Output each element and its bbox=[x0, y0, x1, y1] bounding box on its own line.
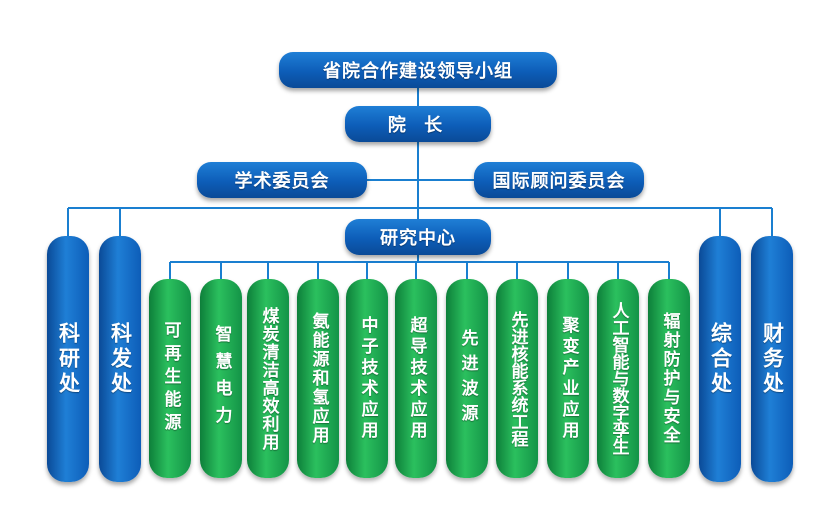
unit-clean-coal: 煤炭清洁高效利用 bbox=[247, 279, 289, 478]
dept-keyan: 科研处 bbox=[47, 236, 89, 482]
unit-ai-digital-twin: 人工智能与数字孪生 bbox=[597, 279, 639, 478]
intl-advisory-box: 国际顾问委员会 bbox=[474, 162, 644, 198]
unit-fusion-industry: 聚变产业应用 bbox=[547, 279, 589, 478]
dept-caiwu: 财务处 bbox=[751, 236, 793, 482]
president-box: 院 长 bbox=[345, 106, 491, 142]
research-center-box: 研究中心 bbox=[345, 219, 491, 255]
unit-ammonia-hydrogen: 氨能源和氢应用 bbox=[297, 279, 339, 478]
dept-zonghe: 综合处 bbox=[699, 236, 741, 482]
unit-renewable-energy: 可再生能源 bbox=[149, 279, 191, 478]
unit-smart-power: 智慧电力 bbox=[200, 279, 242, 478]
unit-advanced-wave-source: 先进波源 bbox=[446, 279, 488, 478]
leading-group-box: 省院合作建设领导小组 bbox=[279, 52, 557, 88]
academic-committee-box: 学术委员会 bbox=[197, 162, 367, 198]
dept-kefa: 科发处 bbox=[99, 236, 141, 482]
unit-superconducting: 超导技术应用 bbox=[395, 279, 437, 478]
unit-neutron-tech: 中子技术应用 bbox=[346, 279, 388, 478]
unit-advanced-nuclear: 先进核能系统工程 bbox=[496, 279, 538, 478]
unit-radiation-protection: 辐射防护与安全 bbox=[648, 279, 690, 478]
